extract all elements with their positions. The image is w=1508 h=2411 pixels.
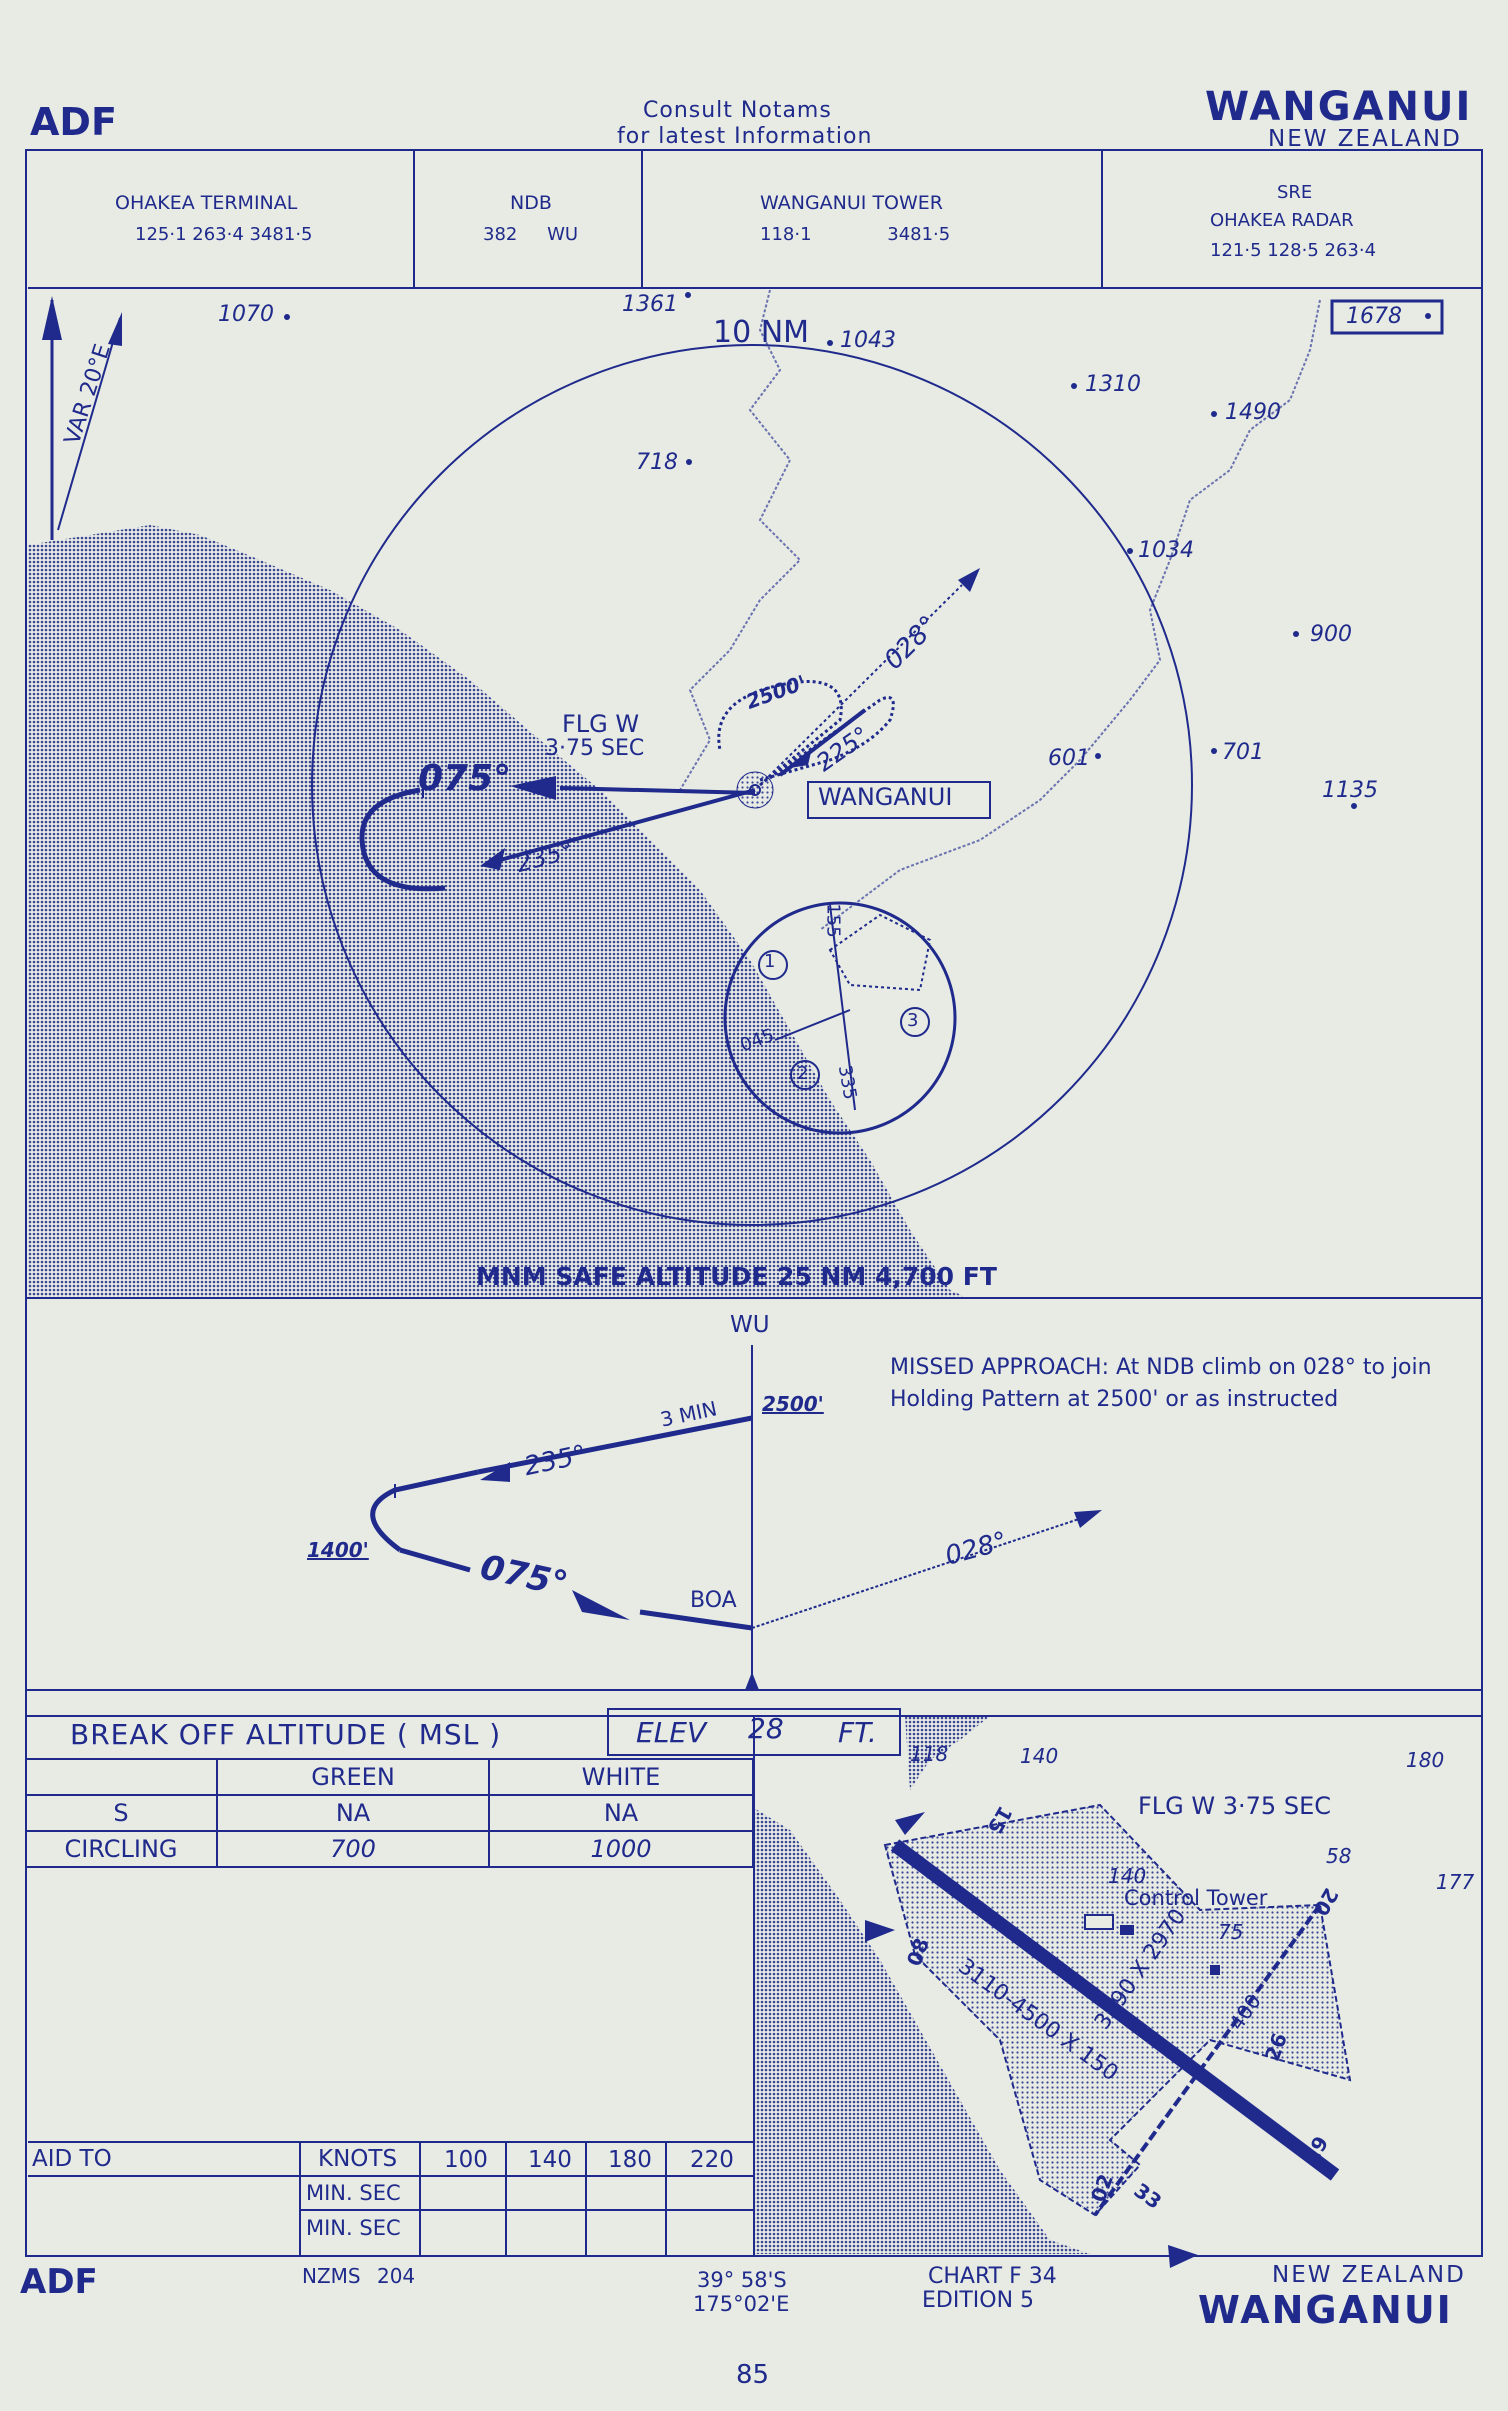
- page-number: 85: [736, 2360, 770, 2390]
- knots-label: KNOTS: [318, 2146, 398, 2172]
- notams-line2: for latest Information: [617, 124, 873, 149]
- elevation-box: [607, 1708, 901, 1756]
- longitude: 175°02'E: [693, 2292, 790, 2316]
- freq-sre-values: 121·5 128·5 263·4: [1210, 240, 1377, 261]
- speed-header: 140: [528, 2147, 572, 2173]
- aerodrome-fix: FLG W 3·75 SEC: [1138, 1792, 1331, 1820]
- control-tower-label: Control Tower: [1124, 1886, 1268, 1910]
- spot-height: 1490: [1225, 400, 1281, 425]
- freq-ndb-values: 382 WU: [483, 224, 579, 245]
- turn-altitude: 1400': [307, 1538, 369, 1562]
- min-sec-label: MIN. SEC: [306, 2216, 401, 2240]
- speed-header: 220: [690, 2147, 734, 2173]
- freq-ndb-name: NDB: [510, 192, 552, 214]
- map-series: NZMS 204: [302, 2264, 416, 2288]
- row-label: S: [26, 1794, 218, 1832]
- elev-label: ELEV: [636, 1716, 707, 1749]
- country-name: NEW ZEALAND: [1268, 126, 1462, 152]
- freq-ohakea-values: 125·1 263·4 3481·5: [135, 224, 313, 245]
- column-header: WHITE: [488, 1758, 754, 1796]
- inbound-course: 075°: [418, 758, 512, 799]
- chart-edition: EDITION 5: [922, 2288, 1035, 2313]
- notams-line1: Consult Notams: [643, 98, 832, 123]
- sector-number: 3: [907, 1010, 919, 1031]
- spot-height: 1034: [1138, 538, 1194, 563]
- minima-table: GREEN WHITE S NA NA CIRCLING 700 1000: [26, 1758, 754, 1868]
- spot-height: 1310: [1085, 372, 1141, 397]
- freq-tower-values: 118·1 3481·5: [760, 224, 951, 245]
- sector-number: 2: [797, 1063, 809, 1084]
- obstacle-height: 177: [1436, 1870, 1475, 1894]
- river: [819, 299, 1321, 931]
- obstacle-height: 118: [910, 1742, 949, 1766]
- boa-label: BOA: [690, 1588, 737, 1613]
- row-label: CIRCLING: [26, 1830, 218, 1868]
- chart-number: CHART F 34: [928, 2264, 1057, 2289]
- ndb-name: WANGANUI: [818, 783, 953, 811]
- speed-header: 100: [444, 2147, 488, 2173]
- elev-value: 28: [748, 1712, 784, 1745]
- freq-sre-name: SRE: [1277, 182, 1313, 203]
- spot-height: 1043: [840, 328, 896, 353]
- freq-sre-name2: OHAKEA RADAR: [1210, 210, 1354, 231]
- fix-timing: 3·75 SEC: [545, 736, 645, 761]
- footer-country: NEW ZEALAND: [1272, 2262, 1466, 2288]
- obstacle-height: 140: [1020, 1744, 1059, 1768]
- minima-cell: 700: [216, 1830, 490, 1868]
- obstacle-height: 140: [1108, 1864, 1147, 1888]
- spot-height: 900: [1310, 622, 1352, 647]
- minima-cell: NA: [488, 1794, 754, 1832]
- minima-cell: 1000: [488, 1830, 754, 1868]
- spot-height: 718: [636, 450, 678, 475]
- safe-altitude: MNM SAFE ALTITUDE 25 NM 4,700 FT: [476, 1262, 997, 1291]
- range-ring-label: 10 NM: [713, 315, 810, 350]
- elev-unit: FT.: [838, 1716, 877, 1749]
- spot-height: 601: [1048, 746, 1090, 771]
- spot-height: 1135: [1322, 778, 1378, 803]
- latitude: 39° 58'S: [697, 2268, 787, 2292]
- minima-title: BREAK OFF ALTITUDE ( MSL ): [70, 1718, 502, 1751]
- max-elevation-value: 1678: [1346, 304, 1402, 329]
- speed-header: 180: [608, 2147, 652, 2173]
- airport-name: WANGANUI: [1205, 84, 1473, 130]
- freq-ohakea-name: OHAKEA TERMINAL: [115, 192, 298, 214]
- header-left-code: ADF: [30, 100, 117, 144]
- profile-station: WU: [730, 1312, 770, 1338]
- river: [679, 289, 802, 791]
- sector-bearing: 155: [822, 903, 844, 938]
- obstacle-height: 58: [1326, 1844, 1352, 1868]
- initial-altitude: 2500': [762, 1392, 824, 1416]
- footer-airport: WANGANUI: [1198, 2288, 1453, 2332]
- spot-height: 701: [1222, 740, 1264, 765]
- missed-approach-text: MISSED APPROACH: At NDB climb on 028° to…: [890, 1355, 1432, 1412]
- minima-cell: NA: [216, 1794, 490, 1832]
- spot-height: 1361: [622, 292, 678, 317]
- freq-tower-name: WANGANUI TOWER: [760, 192, 943, 214]
- footer-left-code: ADF: [20, 2262, 98, 2302]
- coast-shading-aerodrome-top: [905, 1716, 990, 1790]
- aid-label: AID TO: [32, 2146, 112, 2172]
- spot-height: 1070: [218, 302, 274, 327]
- coast-shading: [28, 525, 968, 1298]
- coast-shading-aerodrome: [754, 1808, 1090, 2254]
- column-header: GREEN: [216, 1758, 490, 1796]
- fix-label: FLG W: [562, 710, 640, 738]
- obstacle-height: 180: [1406, 1748, 1445, 1772]
- sector-number: 1: [764, 951, 776, 972]
- min-sec-label: MIN. SEC: [306, 2181, 401, 2205]
- obstacle-height: 75: [1218, 1920, 1244, 1944]
